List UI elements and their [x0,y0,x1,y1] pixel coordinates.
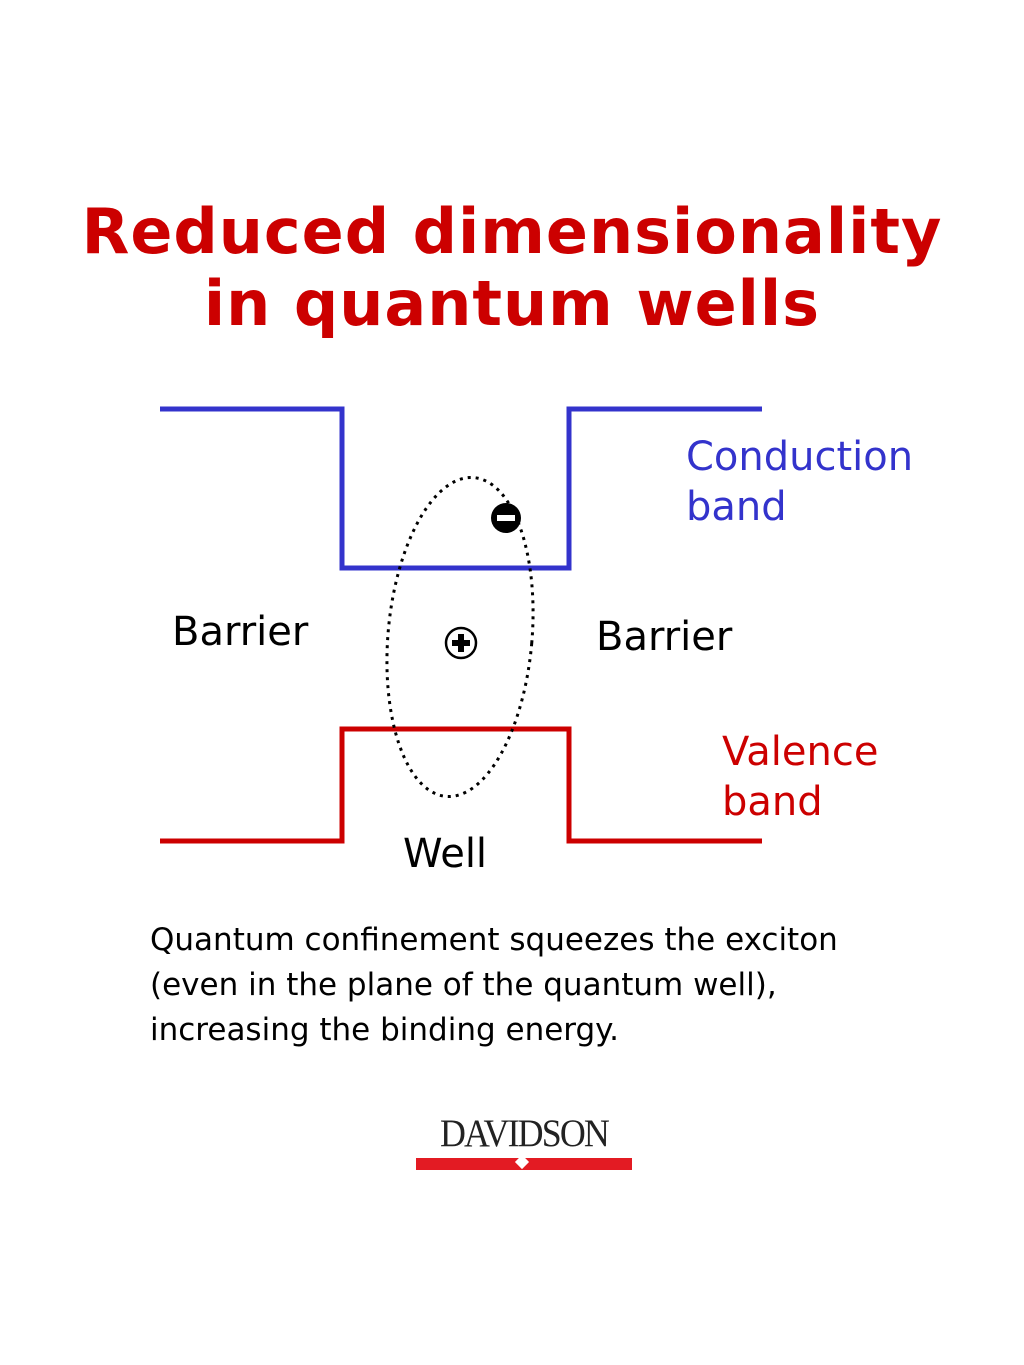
conduction-band-line [160,406,762,571]
valence-band-label-line-2: band [722,779,823,825]
hole-icon [444,626,478,660]
well-label: Well [403,831,488,877]
conduction-band-label: Conduction band [686,432,913,532]
slide-title: Reduced dimensionality in quantum wells [0,196,1024,340]
title-line-2: in quantum wells [203,267,821,340]
title-line-1: Reduced dimensionality [81,195,943,268]
conduction-band-label-line-2: band [686,484,787,530]
davidson-logo: DAVIDSON [416,1112,632,1174]
valence-band-label: Valence band [722,727,878,827]
caption-line-2: (even in the plane of the quantum well), [150,967,777,1003]
logo-wordmark: DAVIDSON [439,1112,610,1155]
exciton-orbit [385,475,535,799]
barrier-left-label: Barrier [172,609,309,655]
conduction-band-label-line-1: Conduction [686,434,914,480]
barrier-right-label: Barrier [596,614,733,660]
valence-band-label-line-1: Valence [722,729,879,775]
valence-band-line [160,726,762,844]
electron-icon [491,503,521,533]
caption-line-3: increasing the binding energy. [150,1012,619,1048]
caption-line-1: Quantum confinement squeezes the exciton [150,922,838,958]
caption: Quantum confinement squeezes the exciton… [150,918,980,1053]
